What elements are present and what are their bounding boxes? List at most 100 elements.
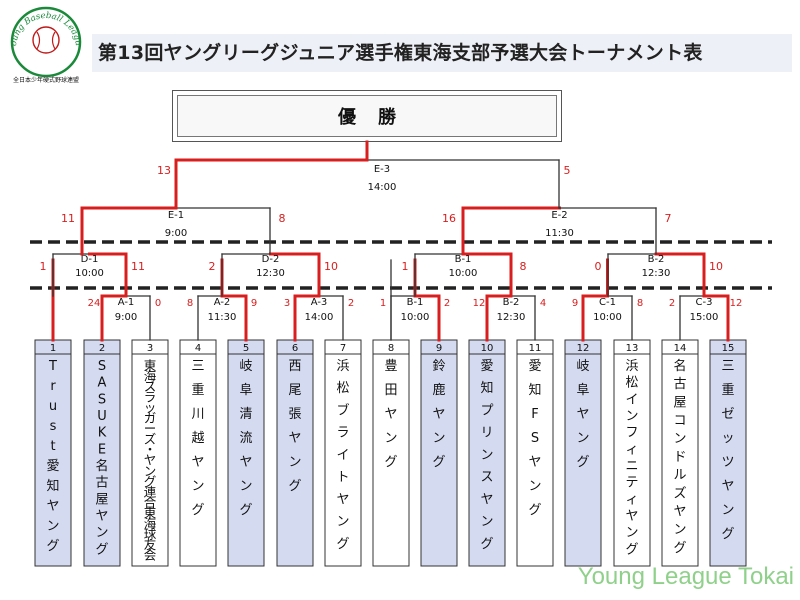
- team-name-char: ヤ: [576, 407, 589, 422]
- team-name-char: ン: [191, 479, 204, 494]
- champion-label: 優勝: [338, 107, 418, 128]
- score-label: 5: [564, 164, 571, 177]
- team-name-char: 川: [191, 407, 204, 422]
- team-name-char: ヤ: [239, 455, 252, 470]
- team-number: 4: [195, 343, 201, 354]
- score-label: 2: [209, 260, 216, 273]
- team-name-char: ヤ: [336, 492, 349, 507]
- match-id: B-1: [455, 254, 472, 265]
- champion-box-inner: 優勝: [177, 95, 557, 137]
- match-time: 10:00: [593, 312, 622, 323]
- team-name-char: 清: [239, 407, 252, 422]
- match-id: A-1: [118, 297, 135, 308]
- score-label: 8: [520, 260, 527, 273]
- team-name-char: グ: [480, 537, 493, 552]
- team-number: 3: [147, 343, 153, 354]
- team-name-char: フ: [625, 426, 638, 441]
- team-name-char: ヤ: [528, 455, 541, 470]
- score-label: 8: [187, 298, 193, 309]
- team-name-char: イ: [625, 392, 638, 407]
- team-number: 13: [626, 343, 639, 354]
- team-name-char: ヤ: [191, 455, 204, 470]
- team-name-char: グ: [288, 479, 301, 494]
- team-name-char: グ: [384, 455, 397, 470]
- score-label: 12: [473, 298, 486, 309]
- team-name-char: ン: [625, 526, 638, 541]
- team-name-char: 知: [46, 478, 59, 494]
- team-name-char: プ: [480, 403, 493, 418]
- team-box: [227, 339, 265, 567]
- score-label: 16: [442, 212, 456, 225]
- team-name-char: グ: [144, 474, 157, 489]
- match-id: C-1: [599, 297, 616, 308]
- team-name-char: ヤ: [432, 407, 445, 422]
- team-name-char: 東: [144, 505, 157, 520]
- team-name-char: ガ: [144, 411, 157, 426]
- team-name-char: u: [49, 399, 57, 414]
- score-label: 7: [665, 212, 672, 225]
- team-name-char: E: [98, 442, 106, 457]
- team-name-char: ニ: [625, 459, 638, 474]
- team-box: [83, 339, 121, 567]
- team-number: 1: [50, 343, 56, 354]
- team-name-char: K: [98, 426, 107, 441]
- team-name-char: グ: [528, 503, 541, 518]
- team-name-char: ラ: [336, 426, 349, 441]
- match-time: 12:30: [642, 268, 671, 279]
- score-label: 11: [131, 260, 145, 273]
- team-name-char: ヤ: [625, 509, 638, 524]
- team-number: 15: [722, 343, 735, 354]
- team-name-char: ン: [480, 515, 493, 530]
- match-time: 14:00: [305, 312, 334, 323]
- team-number: 8: [388, 343, 394, 354]
- team-name-char: 愛: [480, 359, 493, 374]
- team-box: [276, 339, 314, 567]
- team-name-char: 尾: [288, 383, 301, 398]
- match-time: 9:00: [165, 228, 187, 239]
- match-time: 11:30: [545, 228, 574, 239]
- team-name-char: ッ: [144, 400, 157, 415]
- match-time: 9:00: [115, 312, 137, 323]
- match-id: D-2: [262, 254, 280, 265]
- team-name-char: グ: [673, 541, 686, 556]
- team-number: 9: [436, 343, 442, 354]
- match-id: B-2: [503, 297, 520, 308]
- score-label: 0: [155, 298, 161, 309]
- team-name-char: 越: [191, 431, 204, 446]
- team-name-char: グ: [46, 539, 59, 554]
- watermark-text: Young League Tokai: [577, 563, 794, 590]
- team-name-char: r: [50, 379, 56, 394]
- team-name-char: グ: [336, 537, 349, 552]
- team-name-char: F: [531, 407, 538, 422]
- team-name-char: ン: [673, 432, 686, 447]
- match-time: 15:00: [690, 312, 719, 323]
- score-label: 1: [402, 260, 409, 273]
- team-name-char: グ: [576, 455, 589, 470]
- team-name-char: 三: [191, 359, 204, 374]
- team-name-char: 田: [384, 383, 397, 398]
- team-name-char: ン: [673, 523, 686, 538]
- match-id: E-2: [551, 210, 567, 221]
- score-label: 2: [348, 298, 354, 309]
- team-name-char: ・: [144, 442, 157, 457]
- match-id: C-3: [696, 297, 713, 308]
- team-name-char: ン: [95, 526, 108, 541]
- team-name-char: 東: [144, 358, 157, 373]
- score-label: 12: [730, 298, 743, 309]
- team-number: 12: [577, 343, 590, 354]
- match-time: 10:00: [449, 268, 478, 279]
- team-name-char: 名: [673, 358, 686, 374]
- score-label: 13: [157, 164, 171, 177]
- match-time: 12:30: [256, 268, 285, 279]
- match-id: A-3: [311, 297, 328, 308]
- team-number: 10: [481, 343, 494, 354]
- team-name-char: S: [531, 431, 539, 446]
- team-name-char: ン: [432, 431, 445, 446]
- team-name-char: ヤ: [480, 492, 493, 507]
- team-name-char: t: [50, 439, 55, 454]
- team-name-char: 浜: [336, 359, 349, 374]
- team-name-char: グ: [625, 542, 638, 557]
- team-name-char: ン: [625, 409, 638, 424]
- team-name-char: 会: [144, 547, 157, 562]
